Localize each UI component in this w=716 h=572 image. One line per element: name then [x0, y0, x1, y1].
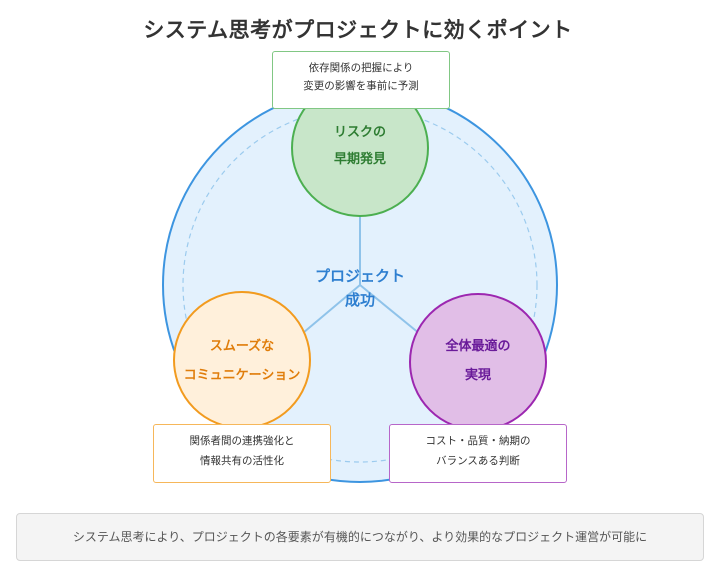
node-communication-line1: スムーズな: [210, 338, 274, 354]
node-risk-line1: リスクの: [334, 125, 386, 140]
node-optimization-line1: 全体最適の: [444, 338, 510, 354]
connector-communication: [296, 284, 361, 339]
node-optimization-line2: 実現: [465, 367, 491, 383]
node-risk-line2: 早期発見: [334, 151, 386, 167]
note-risk: 依存関係の把握により 変更の影響を事前に予測: [272, 51, 450, 109]
note-communication-line1: 関係者間の連携強化と: [189, 435, 295, 447]
note-risk-line1: 依存関係の把握により: [308, 62, 414, 74]
summary-footer: システム思考により、プロジェクトの各要素が有機的につながり、より効果的なプロジェ…: [16, 513, 704, 561]
note-risk-line2: 変更の影響を事前に予測: [303, 80, 419, 92]
note-communication-line2: 情報共有の活性化: [200, 455, 284, 467]
node-optimization-circle: [409, 293, 547, 431]
center-label-line2: 成功: [345, 291, 375, 309]
note-optimization: コスト・品質・納期の バランスある判断: [389, 424, 567, 483]
note-optimization-line2: バランスある判断: [436, 455, 520, 467]
center-label-line1: プロジェクト: [315, 267, 405, 285]
connector-optimization: [359, 284, 421, 335]
inner-dashed-circle: [182, 107, 538, 463]
node-communication-circle: [173, 291, 311, 429]
page-title: システム思考がプロジェクトに効くポイント: [143, 18, 573, 42]
note-communication: 関係者間の連携強化と 情報共有の活性化: [153, 424, 331, 483]
node-communication-line2: コミュニケーション: [184, 368, 301, 383]
note-optimization-line1: コスト・品質・納期の: [425, 435, 531, 447]
